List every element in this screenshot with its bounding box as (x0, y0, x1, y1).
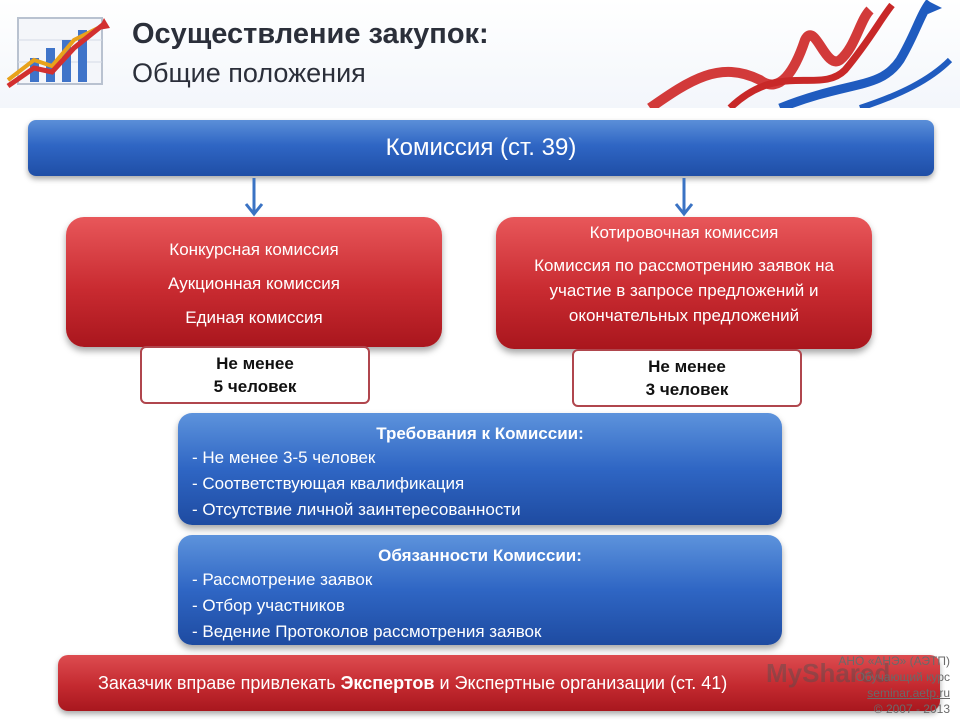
quotation-commissions-box: Котировочная комиссия Комиссия по рассмо… (496, 217, 872, 349)
requirements-heading: Требования к Комиссии: (376, 424, 584, 443)
experts-text-prefix: Заказчик вправе привлекать (98, 673, 341, 693)
footer-credits: АНО «АНЭ» (АЭТП) Обучающий курс seminar.… (780, 653, 950, 717)
list-item: - Отсутствие личной заинтересованности (192, 500, 521, 519)
requirements-box: Требования к Комиссии: - Не менее 3-5 че… (178, 413, 782, 525)
min-members-note: Не менее 5 человек (140, 346, 370, 404)
commission-bar: Комиссия (ст. 39) (28, 120, 934, 176)
list-item: - Соответствующая квалификация (192, 474, 465, 493)
footer-link[interactable]: seminar.aetp.ru (867, 686, 950, 700)
min-members-note: Не менее 3 человек (572, 349, 802, 407)
note-line: Не менее (216, 354, 294, 373)
footer-line: АНО «АНЭ» (АЭТП) (838, 654, 950, 668)
slide-header: Осуществление закупок: Общие положения (0, 0, 960, 108)
page-title: Осуществление закупок: (132, 18, 489, 50)
list-item: - Не менее 3-5 человек (192, 448, 376, 467)
page-subtitle: Общие положения (132, 58, 366, 88)
decorative-swoosh (647, 0, 953, 108)
commission-type-label: Конкурсная комиссия (169, 240, 339, 259)
footer-line: © 2007 - 2013 (873, 702, 950, 716)
commission-type-label: Комиссия по рассмотрению заявок на участ… (534, 256, 834, 325)
experts-bar: Заказчик вправе привлекать Экспертов и Э… (58, 655, 940, 711)
commission-type-label: Аукционная комиссия (168, 274, 340, 293)
list-item: - Ведение Протоколов рассмотрения заявок (192, 622, 542, 641)
note-line: 3 человек (645, 380, 729, 399)
footer-line: Обучающий курс (855, 670, 950, 684)
experts-text-suffix: и Экспертные организации (ст. 41) (434, 673, 728, 693)
note-line: 5 человек (213, 377, 297, 396)
list-item: - Отбор участников (192, 596, 345, 615)
duties-box: Обязанности Комиссии: - Рассмотрение зая… (178, 535, 782, 645)
experts-text-bold: Экспертов (340, 673, 435, 693)
commission-type-label: Единая комиссия (185, 308, 323, 327)
competitive-commissions-box: Конкурсная комиссия Аукционная комиссия … (66, 217, 442, 347)
duties-heading: Обязанности Комиссии: (378, 546, 582, 565)
arrow-down-icon (674, 178, 694, 217)
commission-type-label: Котировочная комиссия (589, 223, 779, 242)
note-line: Не менее (648, 357, 726, 376)
growth-chart-icon (6, 17, 110, 89)
arrow-down-icon (244, 178, 264, 217)
list-item: - Рассмотрение заявок (192, 570, 373, 589)
watermark: MyShared (766, 658, 891, 688)
